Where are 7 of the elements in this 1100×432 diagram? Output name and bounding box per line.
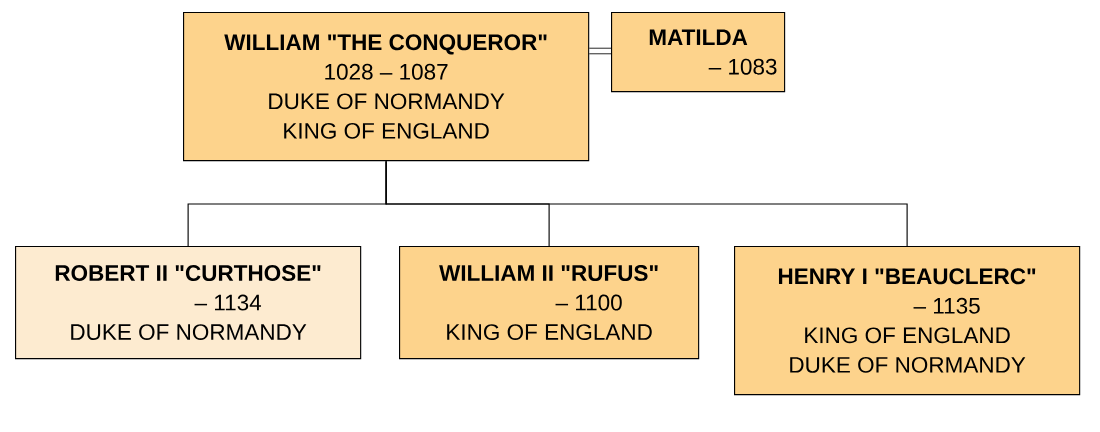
person-box: MATILDA – 1083 xyxy=(611,12,786,93)
person-box: WILLIAM "THE CONQUEROR" 1028 – 1087 DUKE OF NORMANDY KING OF ENGLAND xyxy=(183,12,590,162)
person-box: HENRY I "BEAUCLERC" – 1135 KING OF ENGLAND DUKE OF NORMANDY xyxy=(734,246,1081,396)
person-box: WILLIAM II "RUFUS" – 1100 KING OF ENGLAND xyxy=(399,246,700,360)
tree-line xyxy=(385,160,908,247)
person-box: ROBERT II "CURTHOSE" – 1134 DUKE OF NORMANDY xyxy=(15,246,362,360)
double-line xyxy=(589,47,611,55)
